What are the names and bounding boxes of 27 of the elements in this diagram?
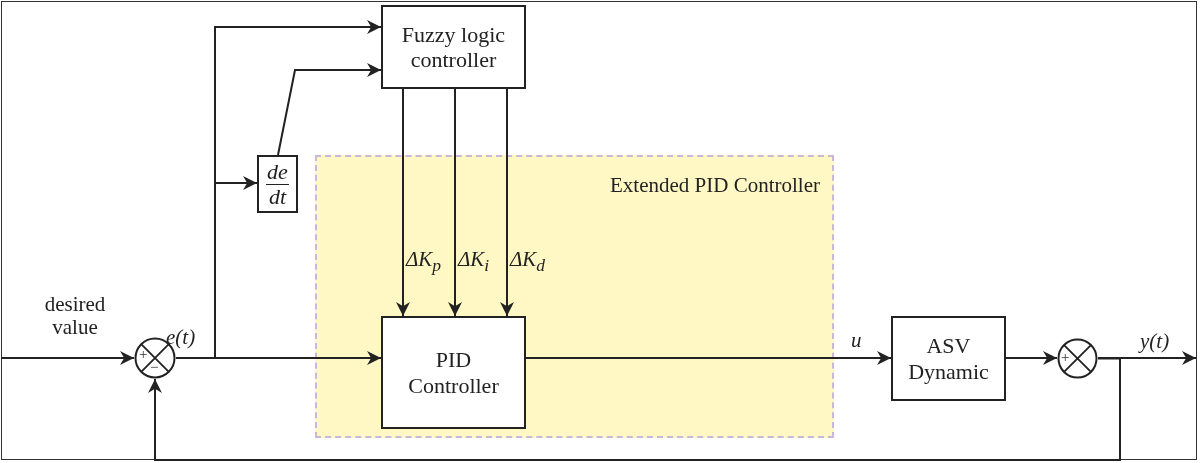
arrow (448, 88, 462, 317)
region-title: Extended PID Controller (610, 173, 820, 198)
edge-label: u (851, 329, 862, 353)
extended-controller-region (315, 155, 834, 438)
arrow (277, 63, 382, 156)
edge-label: y(t) (1140, 330, 1170, 354)
edge-label: ΔK$_{i}$ (458, 248, 490, 276)
controller-block: PID Controller (381, 316, 526, 429)
arrow (525, 351, 892, 365)
edge-label: ΔK$_{d}$ (510, 248, 546, 276)
edge-label: e(t) (166, 326, 196, 350)
arrow (175, 20, 382, 359)
arrow (148, 357, 1121, 461)
edge-label: ΔK$_{p}$ (406, 248, 442, 276)
arrow (1097, 351, 1197, 365)
plant-block: ASV Dynamic (891, 316, 1006, 401)
controller-block: Fuzzy logic controller (381, 5, 526, 89)
arrow (0, 351, 135, 365)
arrow (396, 88, 410, 317)
arrow (500, 88, 514, 317)
edge-label: desired value (43, 293, 107, 340)
sign-label: + (1061, 350, 1070, 365)
sign-label: + (139, 347, 148, 362)
summing-junction (1057, 338, 1098, 379)
derivative-block: de dt (257, 155, 298, 213)
arrow (1005, 351, 1058, 365)
sign-label: − (150, 360, 159, 375)
